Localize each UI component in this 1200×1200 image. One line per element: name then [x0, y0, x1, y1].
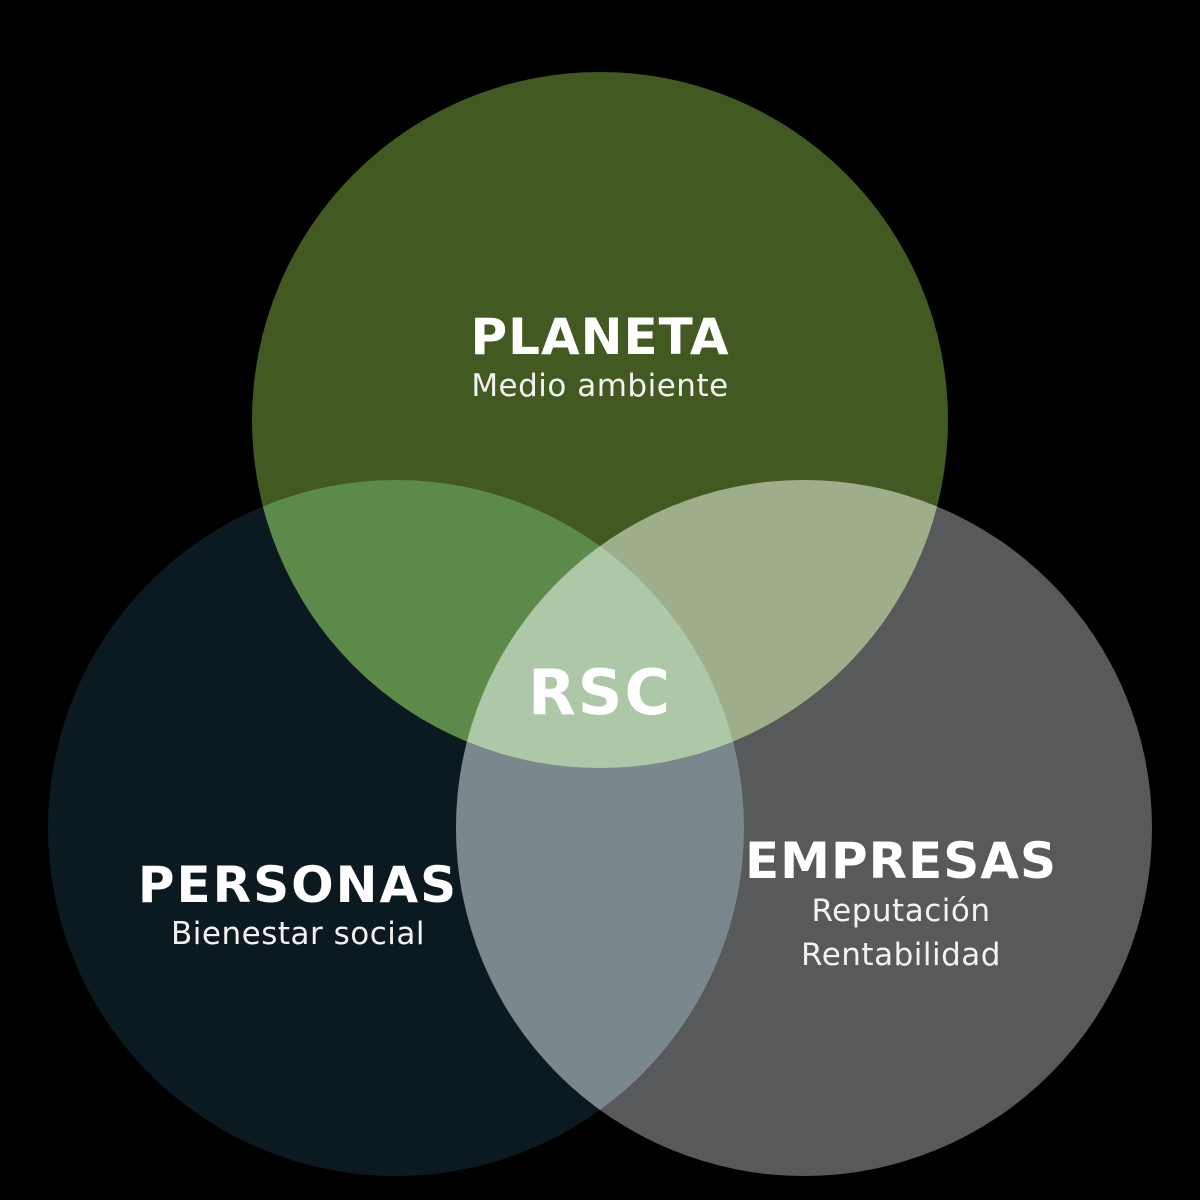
planeta-title: PLANETA	[470, 308, 729, 366]
overlap-all	[456, 480, 744, 768]
empresas-title: EMPRESAS	[745, 832, 1057, 890]
planeta-subtitle: Medio ambiente	[471, 368, 728, 404]
empresas-subtitle-2: Rentabilidad	[801, 937, 1001, 973]
personas-title: PERSONAS	[138, 856, 458, 914]
center-label-rsc: RSC	[528, 656, 672, 729]
personas-subtitle: Bienestar social	[171, 916, 425, 952]
empresas-subtitle-1: Reputación	[812, 893, 991, 929]
